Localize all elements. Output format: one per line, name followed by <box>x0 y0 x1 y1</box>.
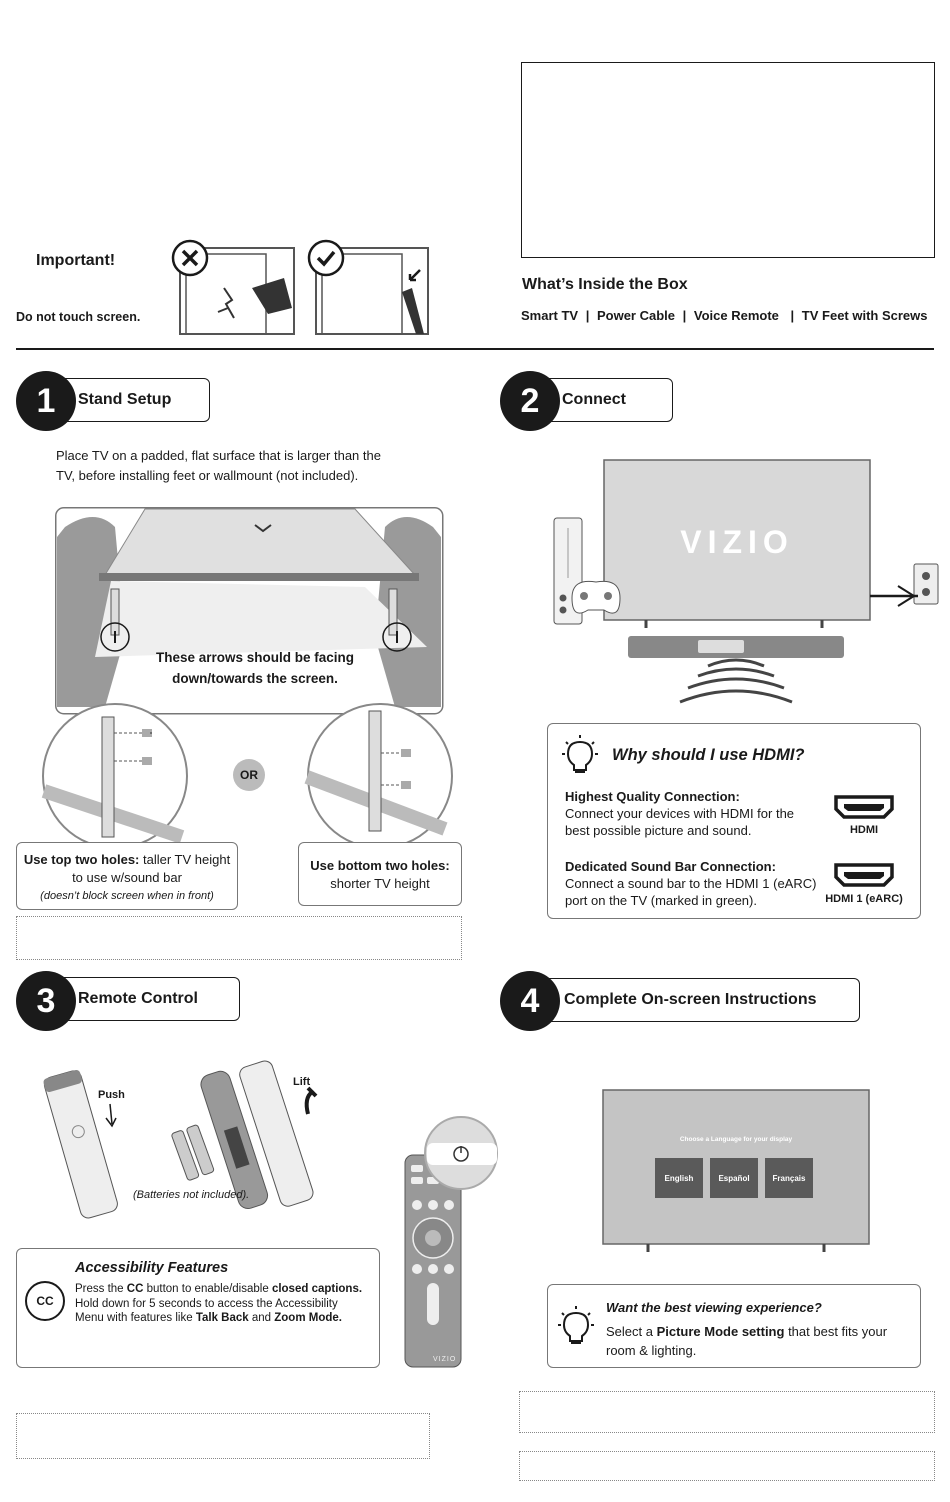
push-label: Push <box>98 1089 125 1101</box>
step2-number: 2 <box>500 371 560 431</box>
do-not-touch-text: Do not touch screen. <box>16 310 141 324</box>
bottom-holes-detail <box>304 703 453 849</box>
notes-area <box>16 1413 430 1459</box>
or-badge: OR <box>233 759 265 791</box>
soundbar-connection-text: Dedicated Sound Bar Connection: Connect … <box>565 859 817 908</box>
cc-icon: CC <box>25 1281 65 1321</box>
language-option[interactable]: Français <box>765 1158 813 1198</box>
language-prompt: Choose a Language for your display <box>679 1136 793 1143</box>
x-mark-icon <box>172 238 208 274</box>
hdmi-info-card: Why should I use HDMI? Highest Quality C… <box>547 723 921 919</box>
lift-label: Lift <box>293 1076 311 1088</box>
accessibility-text: Press the CC button to enable/disable cl… <box>75 1283 363 1324</box>
wrong-touch-illustration <box>171 239 295 335</box>
bottom-holes-card: Use bottom two holes: shorter TV height <box>298 842 462 906</box>
lightbulb-icon <box>558 1306 594 1344</box>
stand-setup-illustration <box>55 507 444 715</box>
box-item: Smart TV <box>521 308 579 323</box>
language-option[interactable]: English <box>655 1158 703 1198</box>
top-holes-card: Use top two holes: taller TV height to u… <box>16 842 238 910</box>
accessibility-title: Accessibility Features <box>75 1260 229 1276</box>
hq-connection-text: Highest Quality Connection: Connect your… <box>565 789 795 838</box>
notes-area <box>16 916 462 960</box>
hdmi-earc-port-icon <box>834 863 894 887</box>
picture-mode-tip-card: Want the best viewing experience? Select… <box>547 1284 921 1368</box>
remote-brand-label: VIZIO <box>433 1356 457 1363</box>
connect-illustration <box>553 459 939 704</box>
important-heading: Important! <box>36 252 116 269</box>
box-contents-title: What’s Inside the Box <box>522 276 688 293</box>
tip-title: Want the best viewing experience? <box>606 1300 822 1315</box>
box-item: Voice Remote <box>693 308 779 323</box>
step1-title: Stand Setup <box>60 378 210 422</box>
language-option[interactable]: Español <box>710 1158 758 1198</box>
tip-text: Select a Picture Mode setting that best … <box>606 1324 888 1358</box>
check-mark-icon <box>306 238 342 274</box>
correct-touch-illustration <box>307 239 429 335</box>
box-item: TV Feet with Screws <box>801 308 928 323</box>
hdmi-port-icon <box>834 795 894 819</box>
battery-install-illustration <box>43 1060 318 1219</box>
vizio-tv-logo: VIZIO <box>680 524 794 560</box>
box-item: Power Cable <box>596 308 675 323</box>
hdmi-label: HDMI <box>849 824 879 836</box>
notes-area <box>519 1391 935 1433</box>
step4-number: 4 <box>500 971 560 1031</box>
stand-setup-intro: Place TV on a padded, flat surface that … <box>56 448 381 483</box>
arrows-instruction: These arrows should be facing down/towar… <box>155 650 355 686</box>
product-image-placeholder <box>521 62 935 258</box>
section-divider <box>16 348 934 350</box>
hdmi1-label: HDMI 1 (eARC) <box>825 893 903 905</box>
step2-title: Connect <box>544 378 673 422</box>
hdmi-card-title: Why should I use HDMI? <box>612 746 805 764</box>
step1-number: 1 <box>16 371 76 431</box>
lightbulb-icon <box>562 735 598 773</box>
top-holes-detail <box>41 703 188 849</box>
accessibility-card: Accessibility Features CC Press the CC b… <box>16 1248 380 1368</box>
step4-title: Complete On-screen Instructions <box>546 978 860 1022</box>
voice-remote-illustration <box>404 1116 498 1368</box>
box-contents-list: Smart TV | Power Cable | Voice Remote | … <box>521 308 928 323</box>
step3-number: 3 <box>16 971 76 1031</box>
step3-title: Remote Control <box>60 977 240 1021</box>
batteries-note: (Batteries not included). <box>133 1189 250 1201</box>
notes-area <box>519 1451 935 1481</box>
